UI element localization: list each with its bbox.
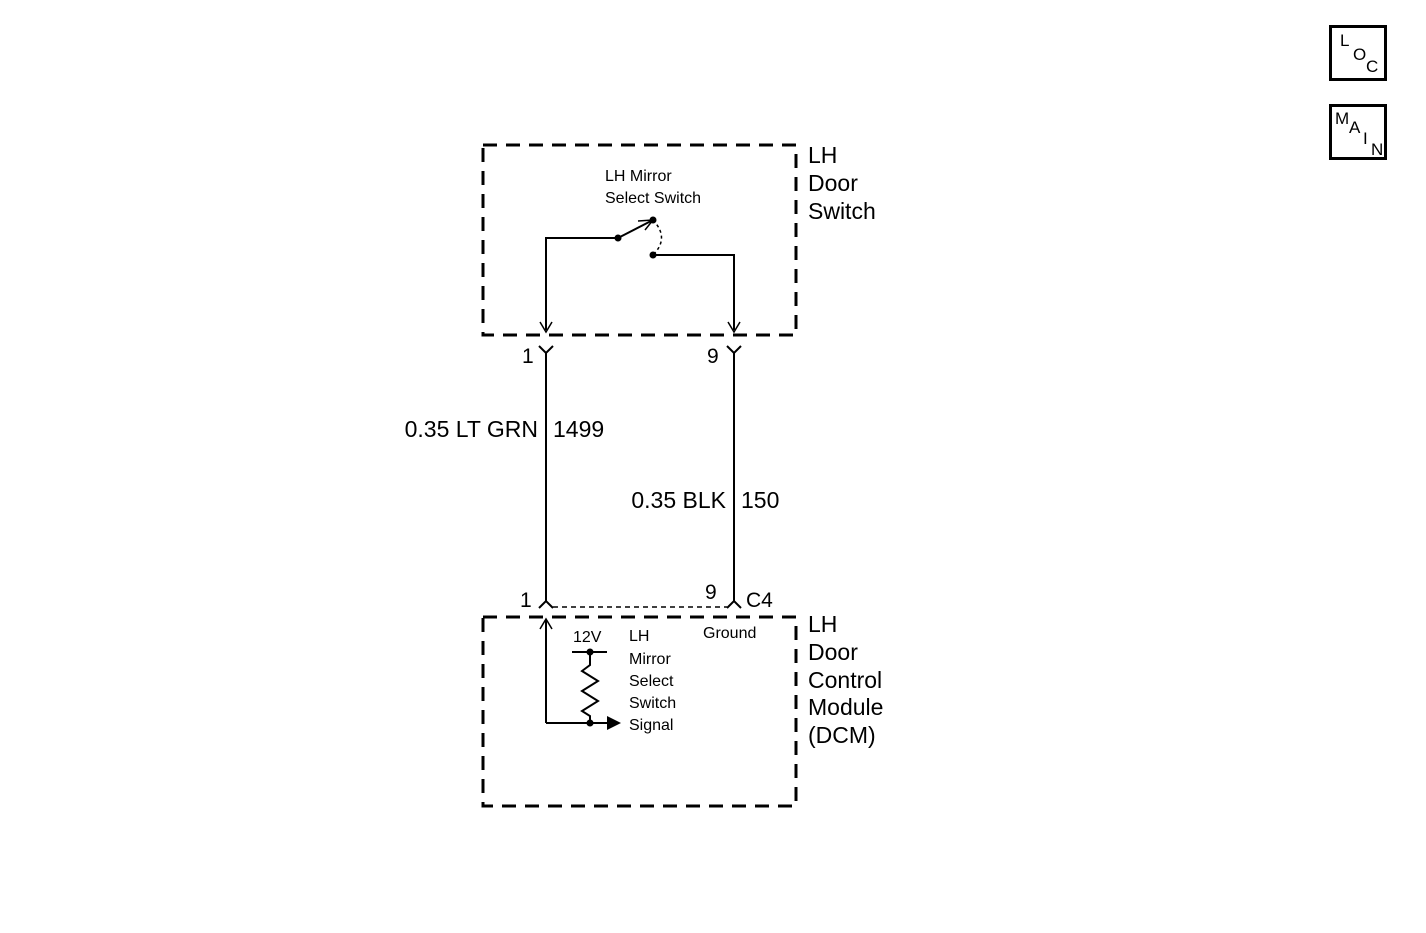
signal-label-line5: Signal [629, 717, 673, 734]
module-box-label-line4: Module [808, 694, 883, 720]
module-box-label-line1: LH [808, 611, 837, 637]
loc-letter-l: L [1340, 31, 1350, 50]
main-letter-m: M [1335, 109, 1350, 128]
module-box-outline [481, 615, 798, 808]
switch-box-label-line1: LH [808, 142, 837, 168]
switch-box-outline [481, 143, 798, 337]
module-box-label-line3: Control [808, 667, 882, 693]
c4-connector-pins [538, 599, 742, 609]
wire-150-size-color: 0.35 BLK [631, 487, 726, 513]
main-letter-a: A [1349, 118, 1361, 137]
switch-contact-bottom-dot [649, 251, 657, 259]
switch-pin-9-label: 9 [707, 345, 719, 368]
switch-pin-1-label: 1 [522, 345, 534, 368]
pullup-bottom-dot [586, 719, 594, 727]
signal-arrow-icon [607, 716, 621, 730]
c4-pin-1-label: 1 [520, 589, 532, 612]
switch-box-label-line3: Switch [808, 198, 876, 224]
wire-1499-circuit: 1499 [553, 416, 604, 442]
pullup-top-dot [586, 648, 594, 656]
signal-label-line1: LH [629, 628, 649, 645]
signal-label-line3: Select [629, 673, 674, 690]
switch-component-label-line2: Select Switch [605, 190, 701, 207]
signal-label-line2: Mirror [629, 651, 671, 668]
module-box-label-line5: (DCM) [808, 722, 876, 748]
mirror-select-switch-symbol [539, 219, 741, 334]
wire-150-circuit: 150 [741, 487, 779, 513]
main-letter-n: N [1371, 140, 1384, 159]
loc-letter-o: O [1353, 45, 1367, 64]
c4-pin-9-label: 9 [705, 581, 717, 604]
module-box-label-line2: Door [808, 639, 858, 665]
main-button[interactable]: M A I N [1329, 104, 1387, 160]
switch-contact-top-dot [649, 216, 657, 224]
voltage-label: 12V [573, 629, 602, 646]
switch-pivot-dot [614, 234, 622, 242]
wire-1499-size-color: 0.35 LT GRN [405, 416, 538, 442]
signal-label-line4: Switch [629, 695, 676, 712]
loc-button[interactable]: L O C [1329, 25, 1387, 81]
loc-letter-c: C [1366, 57, 1379, 76]
ground-label: Ground [703, 625, 756, 642]
switch-component-label-line1: LH Mirror [605, 168, 672, 185]
main-letter-i: I [1363, 129, 1368, 148]
switch-box-label-line2: Door [808, 170, 858, 196]
c4-connector-label: C4 [746, 589, 773, 612]
